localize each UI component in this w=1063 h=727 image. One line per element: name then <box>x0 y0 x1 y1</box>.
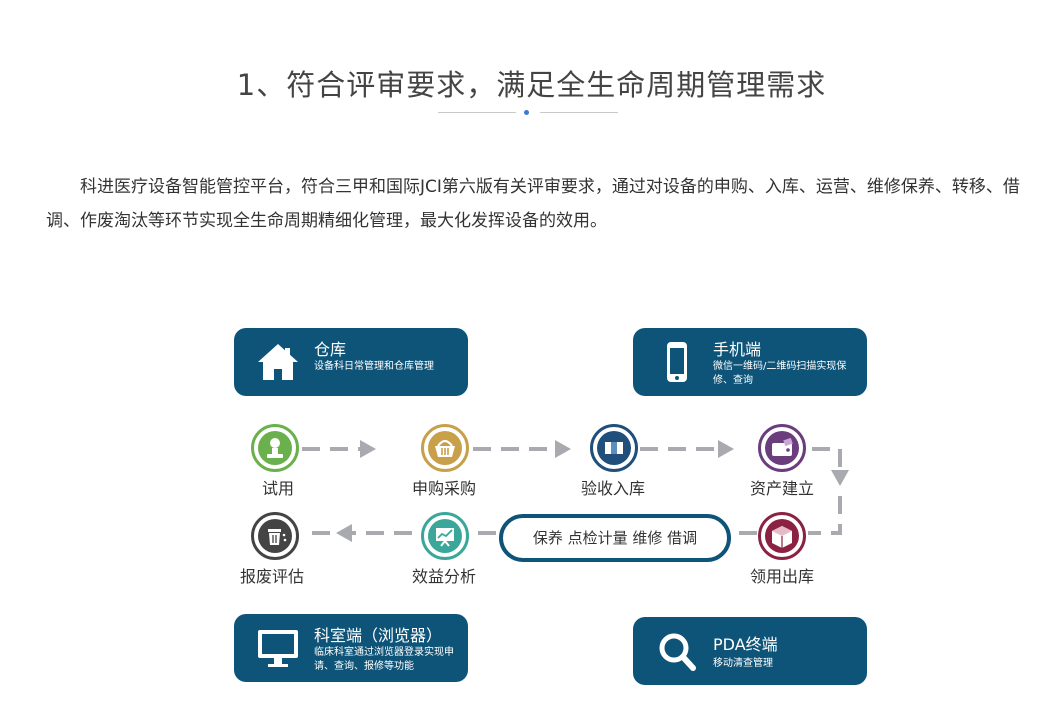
user-stamp-icon <box>258 431 292 465</box>
node-label-apply: 申购采购 <box>411 479 476 498</box>
page-title: 1、符合评审要求，满足全生命周期管理需求 <box>236 68 827 102</box>
package-icon <box>765 519 799 553</box>
card-desc: 移动清查管理 <box>713 658 773 669</box>
card-title: PDA终端 <box>713 635 778 654</box>
wallet-icon <box>765 431 799 465</box>
card-warehouse: 仓库 设备科日常管理和仓库管理 <box>234 328 468 396</box>
title-decoration <box>438 108 618 118</box>
intro-paragraph: 科进医疗设备智能管控平台，符合三甲和国际JCI第六版有关评审要求，通过对设备的申… <box>46 177 1020 231</box>
trash-icon <box>258 519 292 553</box>
box-icon <box>597 431 631 465</box>
node-asset <box>758 424 806 472</box>
chart-board-icon <box>428 519 462 553</box>
node-apply <box>421 424 469 472</box>
card-title: 科室端（浏览器） <box>314 626 443 645</box>
card-desc: 设备科日常管理和仓库管理 <box>314 361 434 372</box>
node-label-asset: 资产建立 <box>749 479 814 498</box>
basket-icon <box>428 431 462 465</box>
node-label-inspect: 验收入库 <box>580 479 645 498</box>
card-desc: 微信一维码/二维码扫描实现保修、查询 <box>713 361 847 386</box>
node-inspect <box>590 424 638 472</box>
card-title: 手机端 <box>713 340 762 359</box>
card-title: 仓库 <box>314 340 347 359</box>
house-icon <box>258 344 298 380</box>
node-label-benefit: 效益分析 <box>411 567 476 586</box>
node-label-scrap: 报废评估 <box>239 567 304 586</box>
card-pda: PDA终端 移动清查管理 <box>633 617 867 685</box>
node-scrap <box>251 512 299 560</box>
node-label-issue: 领用出库 <box>749 567 814 586</box>
card-desc: 临床科室通过浏览器登录实现申请、查询、报修等功能 <box>314 647 454 672</box>
node-benefit <box>421 512 469 560</box>
node-label-trial: 试用 <box>261 479 294 498</box>
magnifier-icon <box>659 633 696 671</box>
node-issue <box>758 512 806 560</box>
phone-icon <box>667 342 687 382</box>
maintenance-pill: 保养 点检计量 维修 借调 <box>499 514 731 562</box>
card-mobile: 手机端 微信一维码/二维码扫描实现保修、查询 <box>633 328 867 396</box>
card-department: 科室端（浏览器） 临床科室通过浏览器登录实现申请、查询、报修等功能 <box>234 614 468 682</box>
node-trial <box>251 424 299 472</box>
monitor-icon <box>258 630 298 667</box>
